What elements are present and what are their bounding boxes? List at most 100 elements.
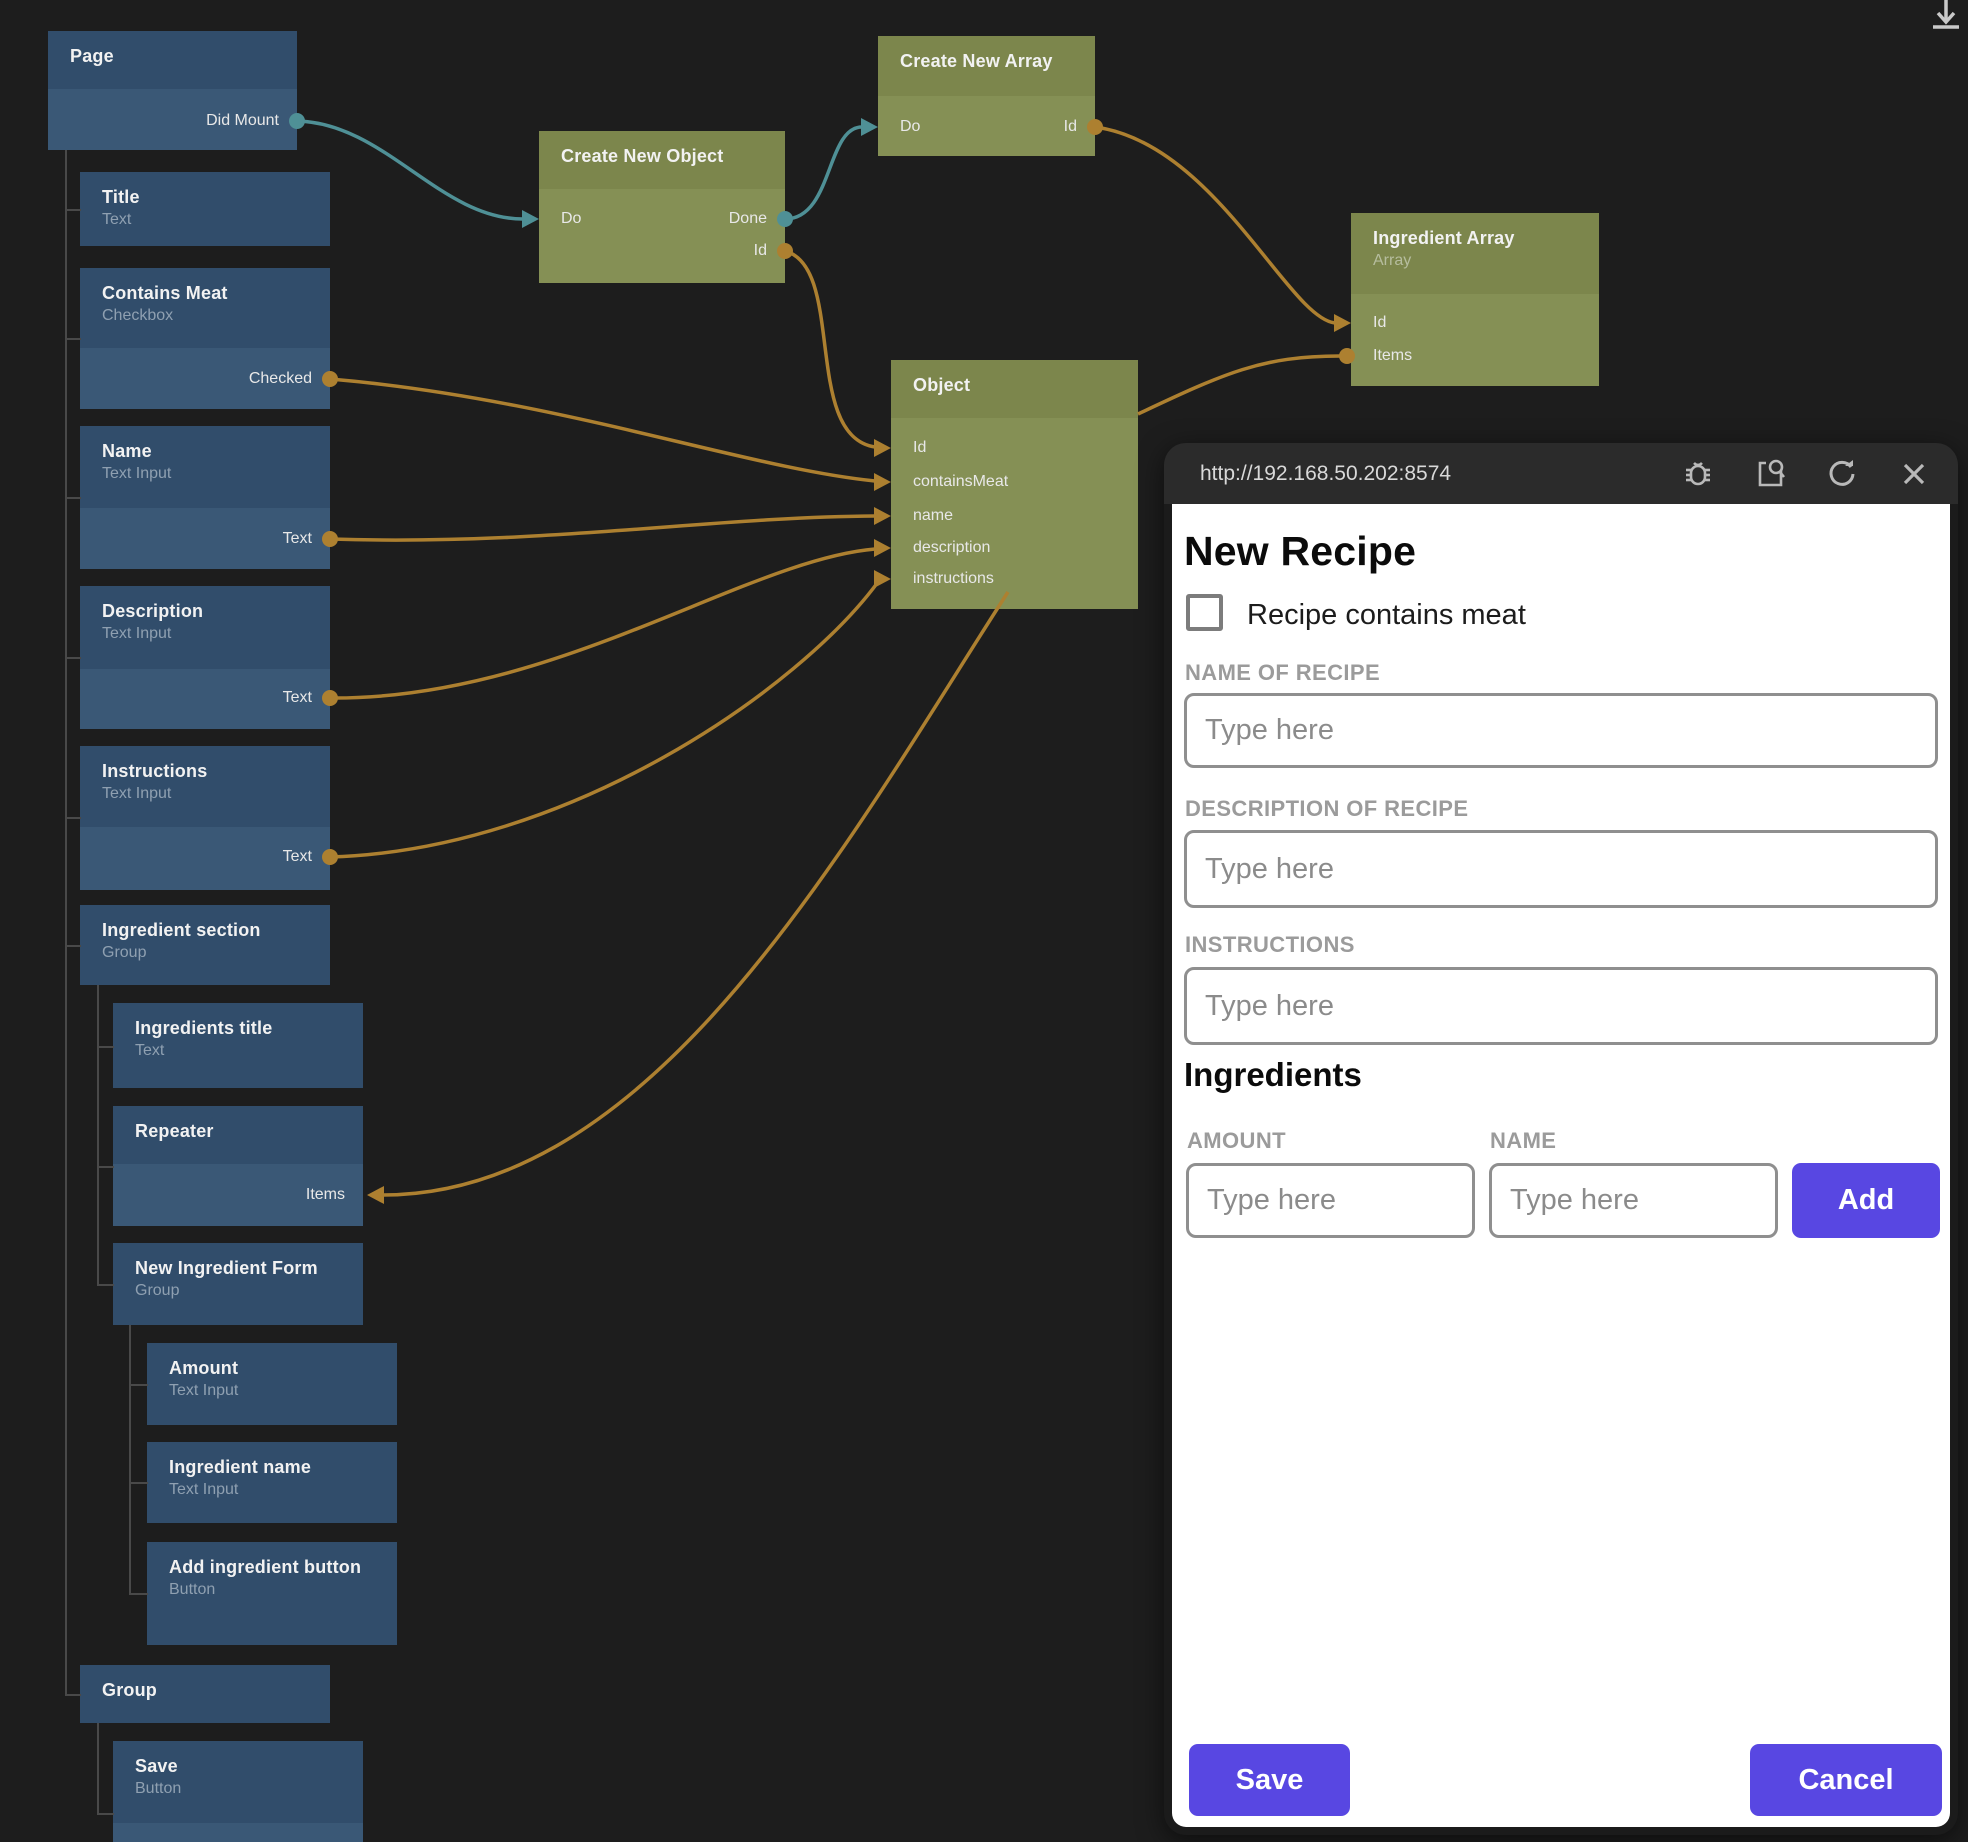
- cancel-button[interactable]: Cancel: [1750, 1744, 1942, 1816]
- port-do[interactable]: Do: [561, 210, 582, 227]
- port-containsmeat[interactable]: containsMeat: [913, 473, 1009, 490]
- port-items[interactable]: Items: [305, 1186, 345, 1203]
- contains-meat-label[interactable]: Recipe contains meat: [1247, 599, 1526, 631]
- ingredients-heading: Ingredients: [1184, 1056, 1362, 1093]
- recipe-instructions-input[interactable]: [1184, 967, 1938, 1045]
- edge-contains-meat-checked[interactable]: [329, 377, 876, 483]
- edge-object[interactable]: [1137, 354, 1341, 416]
- tree-connector: [65, 338, 81, 340]
- node-title: Save: [135, 1756, 178, 1776]
- port-id[interactable]: Id: [753, 242, 767, 259]
- port-checked[interactable]: Checked: [248, 370, 312, 387]
- node-group[interactable]: Group: [80, 1665, 330, 1723]
- node-title: Ingredient section: [102, 920, 261, 940]
- add-button[interactable]: Add: [1792, 1163, 1940, 1238]
- node-title: Object: [913, 375, 971, 395]
- node-header: Group: [80, 1665, 330, 1723]
- edge-arrowhead: [522, 210, 539, 228]
- node-header: Page: [48, 31, 297, 89]
- tree-connector: [97, 985, 99, 1284]
- edge-create-new-array-id[interactable]: [1094, 125, 1336, 325]
- recipe-description-input[interactable]: [1184, 830, 1938, 908]
- edge-object[interactable]: [382, 591, 1010, 1197]
- edge-create-new-object-done[interactable]: [784, 125, 863, 221]
- port-id[interactable]: Id: [913, 439, 927, 456]
- port-done[interactable]: Done: [728, 210, 767, 227]
- port-text[interactable]: Text: [282, 848, 312, 865]
- port-did-mount[interactable]: Did Mount: [206, 112, 279, 129]
- download-icon[interactable]: [1922, 0, 1966, 38]
- contains-meat-checkbox[interactable]: [1186, 594, 1223, 631]
- preview-panel: http://192.168.50.202:8574: [1164, 443, 1958, 1835]
- node-title: Instructions: [102, 761, 208, 781]
- name-of-recipe-label: NAME OF RECIPE: [1185, 660, 1381, 685]
- node-title: Title: [102, 187, 140, 207]
- tree-connector: [65, 817, 81, 819]
- ingredient-amount-input[interactable]: [1186, 1163, 1475, 1238]
- port-text[interactable]: Text: [282, 530, 312, 547]
- bug-icon[interactable]: [1680, 456, 1716, 492]
- port-do[interactable]: Do: [900, 118, 921, 135]
- node-subtitle: Group: [102, 944, 147, 961]
- description-label: DESCRIPTION OF RECIPE: [1185, 796, 1469, 821]
- port-id[interactable]: Id: [1373, 314, 1387, 331]
- save-button[interactable]: Save: [1189, 1744, 1350, 1816]
- tree-connector: [65, 497, 81, 499]
- preview-page: New Recipe Recipe contains meat NAME OF …: [1172, 504, 1950, 1827]
- node-header: Repeater: [113, 1106, 363, 1164]
- node-title: Ingredient name: [169, 1457, 312, 1477]
- edge-create-new-object-id[interactable]: [784, 249, 876, 449]
- edge-arrowhead: [874, 507, 891, 525]
- preview-toolbar: http://192.168.50.202:8574: [1164, 443, 1958, 504]
- node-subtitle: Text Input: [102, 785, 172, 802]
- node-subtitle: Text Input: [169, 1382, 239, 1399]
- edge-name-text[interactable]: [329, 514, 876, 542]
- edge-instructions-text[interactable]: [329, 580, 880, 859]
- edge-arrowhead: [874, 439, 891, 457]
- node-subtitle: Button: [169, 1581, 216, 1598]
- node-subtitle: Group: [135, 1282, 180, 1299]
- port-name[interactable]: name: [913, 507, 954, 524]
- port-items[interactable]: Items: [1373, 347, 1413, 364]
- edge-arrowhead: [874, 473, 891, 491]
- port-description[interactable]: description: [913, 539, 991, 556]
- port-id[interactable]: Id: [1063, 118, 1077, 135]
- node-title: Repeater: [135, 1121, 214, 1141]
- open-inspect-icon[interactable]: [1752, 456, 1788, 492]
- node-header: Create New Object: [539, 131, 785, 189]
- tree-connector: [65, 1694, 81, 1696]
- close-icon[interactable]: [1896, 456, 1932, 492]
- port-instructions[interactable]: instructions: [913, 570, 994, 587]
- recipe-name-input[interactable]: [1184, 693, 1938, 768]
- url-text[interactable]: http://192.168.50.202:8574: [1200, 461, 1452, 485]
- refresh-icon[interactable]: [1824, 456, 1860, 492]
- ingredient-name-input[interactable]: [1489, 1163, 1778, 1238]
- node-title: Group: [102, 1680, 157, 1700]
- port-text[interactable]: Text: [282, 689, 312, 706]
- edge-page-did-mount[interactable]: [296, 119, 524, 221]
- edge-arrowhead: [1334, 314, 1351, 332]
- edge-description-text[interactable]: [329, 547, 876, 700]
